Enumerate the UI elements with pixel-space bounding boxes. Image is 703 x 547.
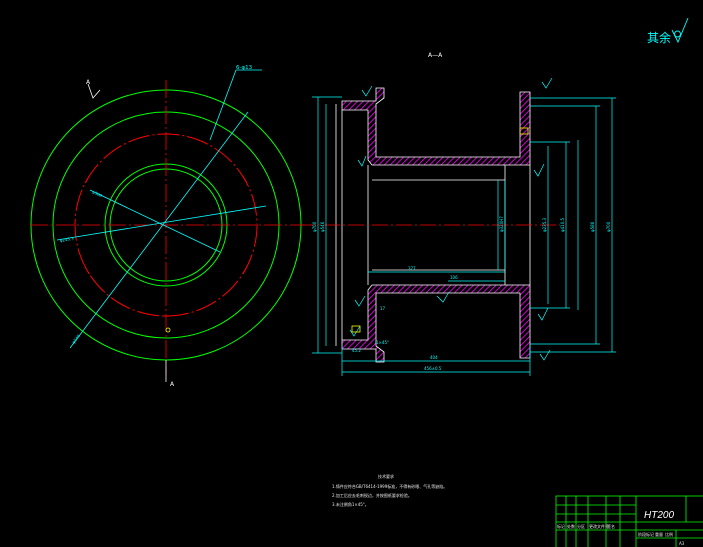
datum-point	[165, 327, 171, 333]
bolt-hole-mark	[242, 266, 248, 275]
material-label: HT200	[644, 510, 674, 521]
section-roughness-marks	[349, 77, 553, 361]
title-block: HT200 标记 处数 分区 更改文件号 签名 阶段标记 重量 比例 A3	[555, 495, 703, 547]
roughness-note: 其余	[647, 17, 689, 45]
dim-right-a: φ410.5	[560, 217, 565, 232]
dim-left-b: φ546	[320, 221, 325, 232]
dim-bore-a: φ320H7	[499, 216, 504, 232]
sheet-size: A3	[679, 541, 685, 546]
dia-label-2: φ245.3	[59, 236, 74, 243]
bolt-hole-mark	[242, 175, 248, 184]
dim-width-total: 456±0.5	[424, 366, 442, 371]
tech-line-2: 2.加工后应去毛刺锐边，并按图纸要求检验。	[332, 492, 412, 498]
dim-hub-gap: 106	[450, 275, 458, 280]
bolt-hole-mark	[84, 266, 90, 275]
tb-label-2: 处数	[567, 523, 575, 529]
dim-width-inner: 404	[430, 355, 438, 360]
section-title: A—A	[428, 52, 443, 59]
tb-scale-2: 重量	[655, 531, 663, 537]
tech-line-1: 1.铸件应符合GB/T6414-1999标准，不得有砂眼、气孔等缺陷。	[332, 483, 447, 489]
tech-requirements: 技术要求 1.铸件应符合GB/T6414-1999标准，不得有砂眼、气孔等缺陷。…	[332, 473, 447, 507]
dim-hub-len: 377	[408, 266, 416, 271]
bolt-hole-marks	[84, 133, 248, 317]
roughness-symbol-icon	[671, 17, 689, 44]
section-letter-bottom: A	[170, 381, 175, 388]
dim-right-b: φ586	[590, 221, 595, 232]
dim-bore-b: φ235.3	[542, 217, 547, 232]
tb-scale-1: 阶段标记	[638, 531, 654, 537]
section-dimension-lines	[312, 96, 616, 376]
dia-label-3: φ540	[71, 333, 81, 345]
tolerance-frames	[351, 127, 529, 333]
tech-title: 技术要求	[378, 473, 394, 479]
dim-chamfer: 1×45°	[376, 340, 389, 345]
tb-label-1: 标记	[557, 523, 565, 529]
section-cut-marks	[87, 83, 167, 382]
tb-label-5: 签名	[607, 523, 615, 529]
dim-flange-bottom: 45.2	[352, 348, 361, 353]
tb-label-3: 分区	[577, 523, 585, 529]
dim-left-a: φ700	[312, 221, 317, 232]
bolt-hole-mark	[84, 175, 90, 184]
section-hatch	[341, 87, 531, 363]
tb-label-4: 更改文件号	[589, 523, 609, 529]
hole-spec-label: 6-φ13	[236, 65, 253, 71]
section-letter-top: A	[86, 79, 91, 86]
front-view: A A 6-φ13 φ360 φ245.3 φ540	[30, 65, 304, 388]
dim-flange-small: 17	[380, 306, 386, 311]
section-view: A—A	[300, 52, 616, 376]
tb-scale-3: 比例	[665, 531, 673, 537]
dia-label-1: φ360	[92, 189, 104, 198]
front-leaders	[56, 69, 267, 349]
roughness-text: 其余	[647, 30, 671, 45]
tech-line-3: 3.未注倒角1×45°。	[332, 501, 369, 507]
dim-right-c: φ700	[606, 221, 611, 232]
